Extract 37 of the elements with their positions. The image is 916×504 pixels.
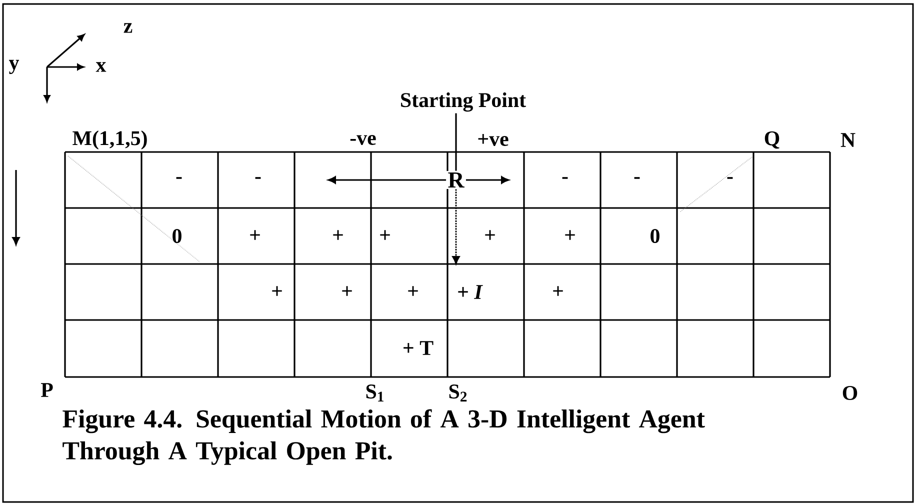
- cell-sign: +: [342, 286, 352, 296]
- direction-label: +ve: [478, 134, 508, 146]
- agent-cell-label: + I: [458, 285, 483, 299]
- cell-sign: +: [272, 286, 282, 296]
- cell-sign: -: [634, 177, 640, 179]
- axis-label: z: [124, 23, 132, 33]
- cell-sign: +: [408, 286, 418, 296]
- agent-letter: R: [446, 171, 466, 189]
- cell-sign: 0: [650, 228, 660, 244]
- cell-sign: 0: [172, 228, 182, 244]
- cell-sign: -: [255, 177, 261, 179]
- direction-label: -ve: [350, 134, 376, 146]
- cell-sign: -: [176, 177, 182, 179]
- cell-sign: +: [333, 230, 343, 240]
- corner-label: Q: [764, 131, 780, 149]
- cell-sign: -: [727, 177, 733, 179]
- start-label: Starting Point: [398, 90, 528, 114]
- cell-sign: -: [562, 177, 568, 179]
- axis-label: y: [8, 60, 20, 74]
- cell-sign: +: [565, 230, 575, 240]
- cell-sign: +: [485, 230, 495, 240]
- corner-label: M(1,1,5): [72, 130, 147, 150]
- arrow: [452, 189, 460, 264]
- corner-label: N: [840, 133, 856, 147]
- arrow: [328, 176, 446, 184]
- corner-label: S$_{2}$: [449, 384, 467, 402]
- corner-label: P: [40, 383, 53, 397]
- figure-caption: Figure 4.4. Sequential Motion of A 3-D Intelligent Agent Through A Typical Open Pit.: [62, 409, 705, 466]
- cell-sign: +: [250, 230, 260, 240]
- corner-label: S$_{1}$: [366, 384, 384, 402]
- leader-line: [455, 113, 457, 171]
- axis-label: x: [96, 62, 106, 72]
- corner-label: O: [842, 386, 858, 400]
- cell-sign: +: [553, 286, 563, 296]
- cell-sign: +: [380, 230, 390, 240]
- arrow: [466, 176, 510, 184]
- target-cell-label: + T: [404, 341, 434, 355]
